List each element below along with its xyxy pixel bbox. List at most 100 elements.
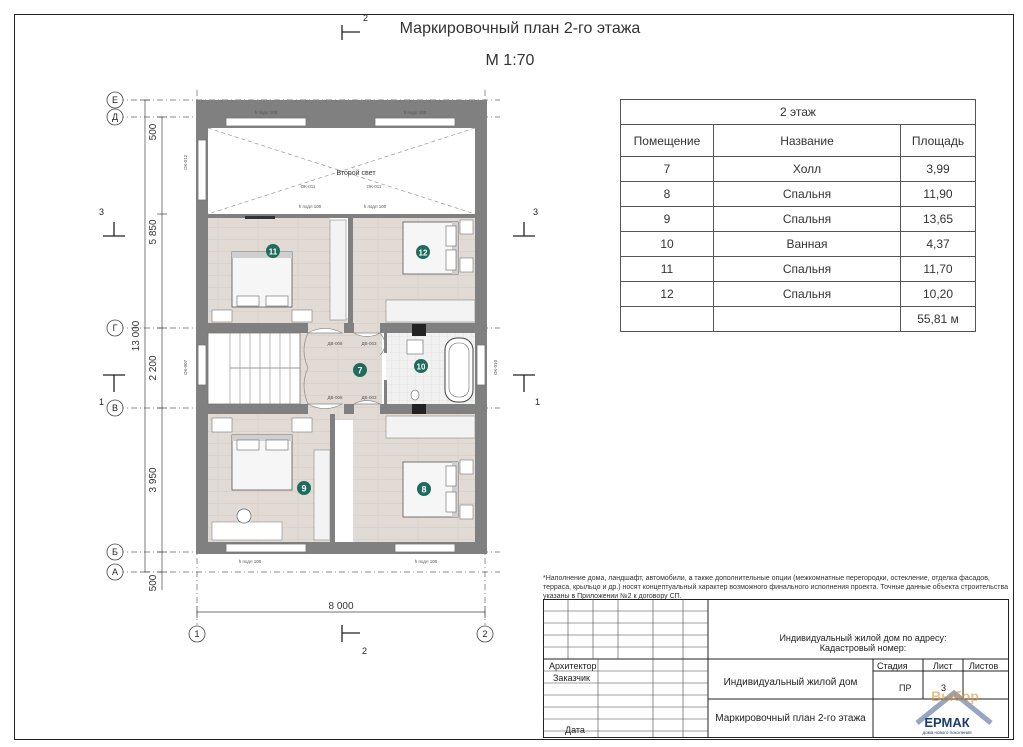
table-row: 10 Ванная 4,37	[620, 231, 976, 257]
cell-room-name: Спальня	[713, 181, 901, 207]
axis-row-V: В	[112, 403, 118, 413]
axis-col-1: 1	[194, 629, 199, 639]
watermark-text: Выбор	[931, 688, 979, 704]
bed-room-12	[385, 219, 476, 323]
logo-text: ЕРМАК	[924, 715, 969, 730]
doors	[303, 328, 386, 409]
sheets-label: Листов	[969, 661, 999, 671]
stage-label: Стадия	[877, 661, 908, 671]
axis-bubbles	[106, 91, 494, 643]
cell-room-name: Холл	[713, 156, 901, 182]
date-label: Дата	[565, 725, 585, 735]
axis-row-B: Б	[112, 547, 118, 557]
sheet-frame	[14, 14, 1014, 740]
cell-room-no: 12	[620, 281, 714, 307]
table-row: 9 Спальня 13,65	[620, 206, 976, 232]
bed-room-9	[211, 417, 331, 541]
cell-room-no: 8	[620, 181, 714, 207]
dim-width: 8 000	[328, 601, 353, 612]
col-header-room: Помещение	[620, 124, 714, 157]
window-label-ok010: ОК-010	[493, 359, 498, 375]
axis-row-E: Е	[112, 95, 118, 105]
cell-room-area: 3,99	[900, 156, 976, 182]
floor-plan: Второй свет ОК-011 ОК-011 h подл 100 h п…	[99, 13, 540, 656]
table-total-row: 55,81 м	[620, 306, 976, 332]
col-header-name: Название	[713, 124, 901, 157]
footnote: *Наполнение дома, ландшафт, автомобили, …	[543, 575, 1008, 600]
cell-room-area: 11,90	[900, 181, 976, 207]
ermak-logo: Выбор ЕРМАК дома нового поколения	[915, 688, 993, 735]
sheet-number: 3	[941, 683, 947, 693]
address-line-1: Индивидуальный жилой дом по адресу:	[779, 633, 947, 643]
bathroom-fixtures	[406, 324, 474, 414]
dim-total: 13 000	[131, 320, 142, 351]
customer-label: Заказчик	[553, 673, 590, 683]
table-row: 8 Спальня 11,90	[620, 181, 976, 207]
door-label-c: ДВ-008	[327, 395, 343, 400]
dim-3: 2 200	[148, 355, 159, 380]
section-mark-right-1: 1	[535, 397, 540, 407]
architect-label: Архитектор	[549, 661, 597, 671]
logo-subtitle: дома нового поколения	[922, 730, 972, 735]
section-mark-left-1: 1	[99, 397, 104, 407]
total-area: 55,81 м	[900, 306, 976, 332]
room-marker-8: 8	[421, 485, 426, 495]
rooms-table-caption: 2 этаж	[620, 99, 976, 125]
cell-room-name: Ванная	[713, 231, 901, 257]
window-label-bottom-a: h подл 100	[239, 559, 262, 564]
staircase	[207, 332, 301, 405]
stage-value: ПР	[899, 683, 912, 693]
table-row: 11 Спальня 11,70	[620, 256, 976, 282]
title-block-grid	[543, 599, 1009, 738]
second-light	[207, 127, 476, 215]
door-label-a: ДВ-008	[327, 341, 343, 346]
sheet-title: Маркировочный план 2-го этажа	[715, 713, 866, 724]
cell-room-area: 10,20	[900, 281, 976, 307]
col-header-area: Площадь	[900, 124, 976, 157]
sheet-label: Лист	[933, 661, 953, 671]
object-name: Индивидуальный жилой дом	[723, 677, 858, 688]
plan-title: Маркировочный план 2-го этажа	[399, 20, 641, 37]
bed-room-11	[211, 216, 347, 323]
window-label-ok007: ОК-007	[183, 359, 188, 375]
window-label-mid-a: h подл 100	[299, 204, 322, 209]
cell-room-area: 11,70	[900, 256, 976, 282]
axis-col-2: 2	[482, 629, 487, 639]
cell-empty	[620, 306, 714, 332]
section-mark-bottom: 2	[362, 646, 367, 656]
cell-room-name: Спальня	[713, 256, 901, 282]
cell-room-no: 11	[620, 256, 714, 282]
bed-room-8	[385, 415, 476, 520]
section-mark-top: 2	[363, 13, 368, 23]
axis-row-D: Д	[112, 112, 118, 122]
window-label-ok011-a: ОК-011	[301, 184, 316, 189]
door-label-d: ДВ-003	[361, 395, 377, 400]
rooms-table: 2 этаж Помещение Название Площадь 7 Холл…	[620, 99, 976, 332]
room-marker-9: 9	[301, 484, 306, 494]
room-marker-10: 10	[417, 363, 426, 372]
cell-room-no: 7	[620, 156, 714, 182]
table-row: 7 Холл 3,99	[620, 156, 976, 182]
dim-1: 500	[148, 123, 159, 140]
dim-4: 3 950	[148, 467, 159, 492]
cell-room-no: 10	[620, 231, 714, 257]
table-row: 12 Спальня 10,20	[620, 281, 976, 307]
window-label-bottom-b: h подл 100	[415, 559, 438, 564]
dimension-lines	[140, 99, 486, 618]
address-line-2: Кадастровый номер:	[819, 643, 907, 653]
window-label-top-a: h подл 100	[255, 110, 278, 115]
axis-row-A: А	[112, 567, 118, 577]
room-marker-11: 11	[269, 248, 278, 257]
room-marker-7: 7	[357, 366, 362, 376]
window-label-mid-b: h подл 100	[364, 204, 387, 209]
cell-room-area: 13,65	[900, 206, 976, 232]
door-label-b: ДВ-003	[361, 341, 377, 346]
cell-room-name: Спальня	[713, 206, 901, 232]
room-markers: 7 8 9 10 11 12	[266, 244, 431, 496]
room-marker-12: 12	[419, 249, 428, 258]
axis-row-G: Г	[113, 323, 118, 333]
window-label-ok011-b: ОК-011	[367, 184, 382, 189]
cell-room-no: 9	[620, 206, 714, 232]
title-block: Индивидуальный жилой дом по адресу: Када…	[543, 599, 1009, 738]
